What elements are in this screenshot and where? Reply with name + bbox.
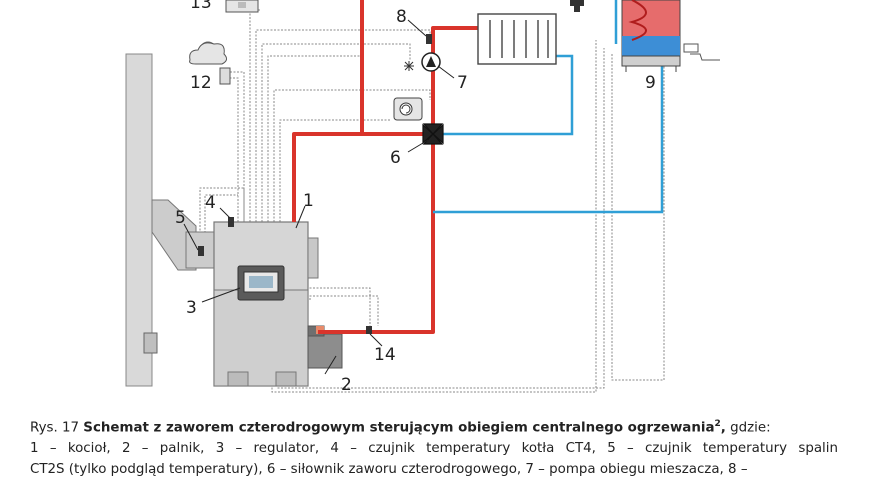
chimney (125, 53, 158, 387)
label-5: 5 (175, 208, 186, 228)
caption-word: czujnik (645, 441, 692, 457)
caption-title: Schemat z zaworem czterodrogowym sterują… (83, 420, 715, 436)
valve-actuator-icon (393, 97, 423, 121)
caption-word: spalin (798, 441, 838, 457)
caption-word: 4 (330, 441, 339, 457)
radiator (477, 13, 557, 65)
caption-title-suffix: , (720, 420, 726, 436)
caption-word: palnik, (159, 441, 205, 457)
label-13: 13 (190, 0, 212, 13)
hot-pipes (292, 0, 478, 334)
label-3: 3 (186, 298, 197, 318)
ct4-sensor (228, 217, 234, 227)
label-4: 4 (205, 193, 216, 213)
caption-prefix: Rys. 17 (30, 420, 80, 436)
caption-word: 5 (607, 441, 616, 457)
caption-gdzie: gdzie: (730, 420, 771, 436)
label-12: 12 (190, 73, 212, 93)
caption-word: czujnik (368, 441, 415, 457)
caption-line-2: 1 – kocioł, 2 – palnik, 3 – regulator, 4… (30, 438, 838, 459)
label-2: 2 (341, 375, 352, 395)
caption-word: CT4, (565, 441, 596, 457)
label-14: 14 (374, 345, 396, 365)
weather-sensor-icon (189, 41, 231, 85)
room-panel (225, 0, 259, 13)
caption-word: kotła (521, 441, 555, 457)
caption-word: 2 (121, 441, 131, 457)
caption-line-3: CT2S (tylko podgląd temperatury), 6 – si… (30, 462, 748, 478)
boiler-regulator-panel (237, 265, 285, 301)
label-1: 1 (303, 191, 314, 211)
cold-pipes (433, 0, 664, 214)
ct2s-sensor (198, 246, 204, 256)
caption-word: kocioł, (67, 441, 111, 457)
label-7: 7 (457, 73, 468, 93)
caption-word: – (350, 441, 357, 457)
supply-temp-sensor (426, 34, 432, 44)
four-way-valve-icon (422, 123, 444, 145)
caption-word: temperatury (426, 441, 511, 457)
caption-word: regulator, (253, 441, 320, 457)
caption-word: 3 (215, 441, 225, 457)
caption-line-1: Rys. 17 Schemat z zaworem czterodrogowym… (30, 414, 838, 438)
hot-water-tank (621, 0, 720, 72)
caption-word: temperatury (702, 441, 788, 457)
caption-word: – (627, 441, 634, 457)
label-6: 6 (390, 148, 401, 168)
faucet-icon (570, 0, 584, 12)
caption-word: – (235, 441, 243, 457)
return-temp-sensor (366, 326, 372, 334)
label-9: 9 (645, 73, 656, 93)
figure-caption: Rys. 17 Schemat z zaworem czterodrogowym… (30, 414, 838, 480)
pump-icon (404, 52, 441, 72)
caption-word: – (49, 441, 57, 457)
caption-word: 1 (30, 441, 39, 457)
caption-footnote: 2 (714, 419, 721, 429)
caption-word: – (141, 441, 149, 457)
label-8: 8 (396, 7, 407, 27)
heating-schematic: 1 2 3 4 5 6 7 8 9 12 13 14 (125, 0, 720, 395)
boiler (198, 217, 319, 387)
leader-lines (183, 19, 455, 375)
